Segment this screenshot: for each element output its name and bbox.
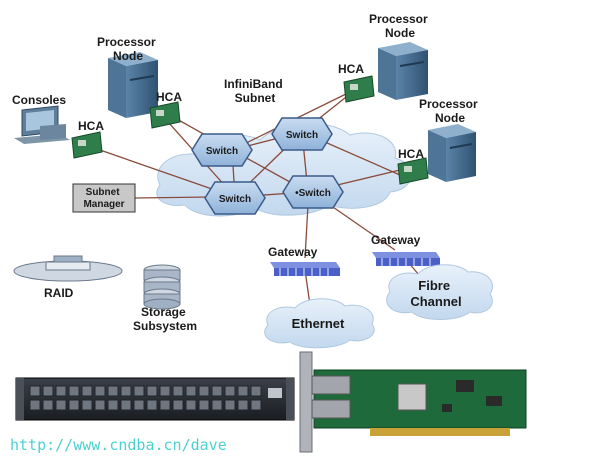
rack-port [120, 399, 132, 411]
rack-port [68, 399, 80, 411]
switch-1-label: Switch [206, 146, 238, 157]
fibre-channel-cloud: Fibre Channel [386, 264, 493, 320]
ethernet-cloud: Ethernet [264, 298, 375, 349]
rack-port [185, 399, 197, 411]
subnet-manager-label-line1: Subnet [86, 187, 121, 198]
subnet-manager-label: Subnet Manager [83, 187, 124, 210]
rack-port [133, 385, 145, 397]
processor-node-1-label: Processor Node [97, 35, 159, 63]
raid-label: RAID [44, 286, 74, 300]
hca-2-label: HCA [156, 90, 182, 104]
switch-rack-photo [15, 377, 295, 421]
processor-node-2-label: Processor Node [369, 12, 431, 40]
watermark-text: http://www.cndba.cn/dave [10, 436, 227, 454]
hca-4-label: HCA [398, 147, 424, 161]
switch-2: Switch [271, 117, 333, 151]
hca-card-4 [397, 157, 429, 185]
rack-port [29, 385, 41, 397]
rack-port [198, 399, 210, 411]
processor-node-1-label-line2: Node [113, 49, 143, 63]
processor-node-3-label: Processor Node [419, 97, 481, 125]
hca-3-label: HCA [338, 62, 364, 76]
rack-port [120, 385, 132, 397]
hca-1-label: HCA [78, 119, 104, 133]
rack-port [81, 385, 93, 397]
switch-2-label: Switch [286, 130, 318, 141]
rack-port [68, 385, 80, 397]
rack-port [94, 385, 106, 397]
rack-port [55, 385, 67, 397]
rack-port [146, 399, 158, 411]
subnet-title: InfiniBand Subnet [224, 77, 286, 105]
switch-3-label: Switch [219, 194, 251, 205]
fibre-channel-label-line1: Fibre [418, 278, 450, 293]
rack-port [224, 385, 236, 397]
rack-port [237, 399, 249, 411]
gateway-1 [270, 262, 340, 276]
hca-card-1 [71, 131, 103, 159]
rack-port [172, 399, 184, 411]
storage-label-line1: Storage [141, 305, 186, 319]
fibre-channel-label: Fibre Channel [410, 278, 461, 309]
hca-card-3 [343, 75, 375, 103]
processor-node-3-label-line1: Processor [419, 97, 478, 111]
subnet-title-line1: InfiniBand [224, 77, 283, 91]
rack-port [224, 399, 236, 411]
rack-port [42, 385, 54, 397]
rack-port [185, 385, 197, 397]
gateway-1-label: Gateway [268, 245, 318, 259]
gateway-2 [372, 252, 440, 266]
storage-label-line2: Subsystem [133, 319, 197, 333]
processor-node-1 [108, 52, 158, 118]
rack-port [107, 399, 119, 411]
fibre-channel-label-line2: Channel [410, 294, 461, 309]
switch-1: Switch [191, 133, 253, 167]
subnet-manager-box: Subnet Manager [72, 183, 136, 213]
rack-port [94, 399, 106, 411]
rack-port [237, 385, 249, 397]
rack-port [172, 385, 184, 397]
processor-node-3 [428, 124, 476, 182]
ethernet-label: Ethernet [292, 316, 345, 331]
consoles-computer [14, 105, 70, 144]
consoles-label: Consoles [12, 93, 66, 107]
rack-port [211, 399, 223, 411]
rack-port [107, 385, 119, 397]
switch-4: •Switch [282, 175, 344, 209]
rack-port [250, 399, 262, 411]
rack-port [146, 385, 158, 397]
rack-port [81, 399, 93, 411]
rack-port [250, 385, 262, 397]
adapter-card-photo [299, 351, 527, 453]
raid-device [13, 255, 123, 282]
rack-port [211, 385, 223, 397]
rack-port [159, 399, 171, 411]
subnet-manager-label-line2: Manager [83, 199, 124, 210]
rack-port [29, 399, 41, 411]
subnet-title-line2: Subnet [235, 91, 276, 105]
hca-card-2 [149, 101, 181, 129]
rack-port [42, 399, 54, 411]
processor-node-3-label-line2: Node [435, 111, 465, 125]
rack-port [159, 385, 171, 397]
processor-node-1-label-line1: Processor [97, 35, 156, 49]
rack-port-grid [29, 385, 262, 411]
rack-port [55, 399, 67, 411]
storage-subsystem [143, 264, 181, 310]
processor-node-2-label-line1: Processor [369, 12, 428, 26]
processor-node-2-label-line2: Node [385, 26, 415, 40]
rack-port [198, 385, 210, 397]
processor-node-2 [378, 42, 428, 100]
switch-3: Switch [204, 181, 266, 215]
rack-port [133, 399, 145, 411]
switch-4-label: •Switch [295, 188, 331, 199]
storage-label: Storage Subsystem [133, 305, 197, 333]
gateway-2-label: Gateway [371, 233, 421, 247]
